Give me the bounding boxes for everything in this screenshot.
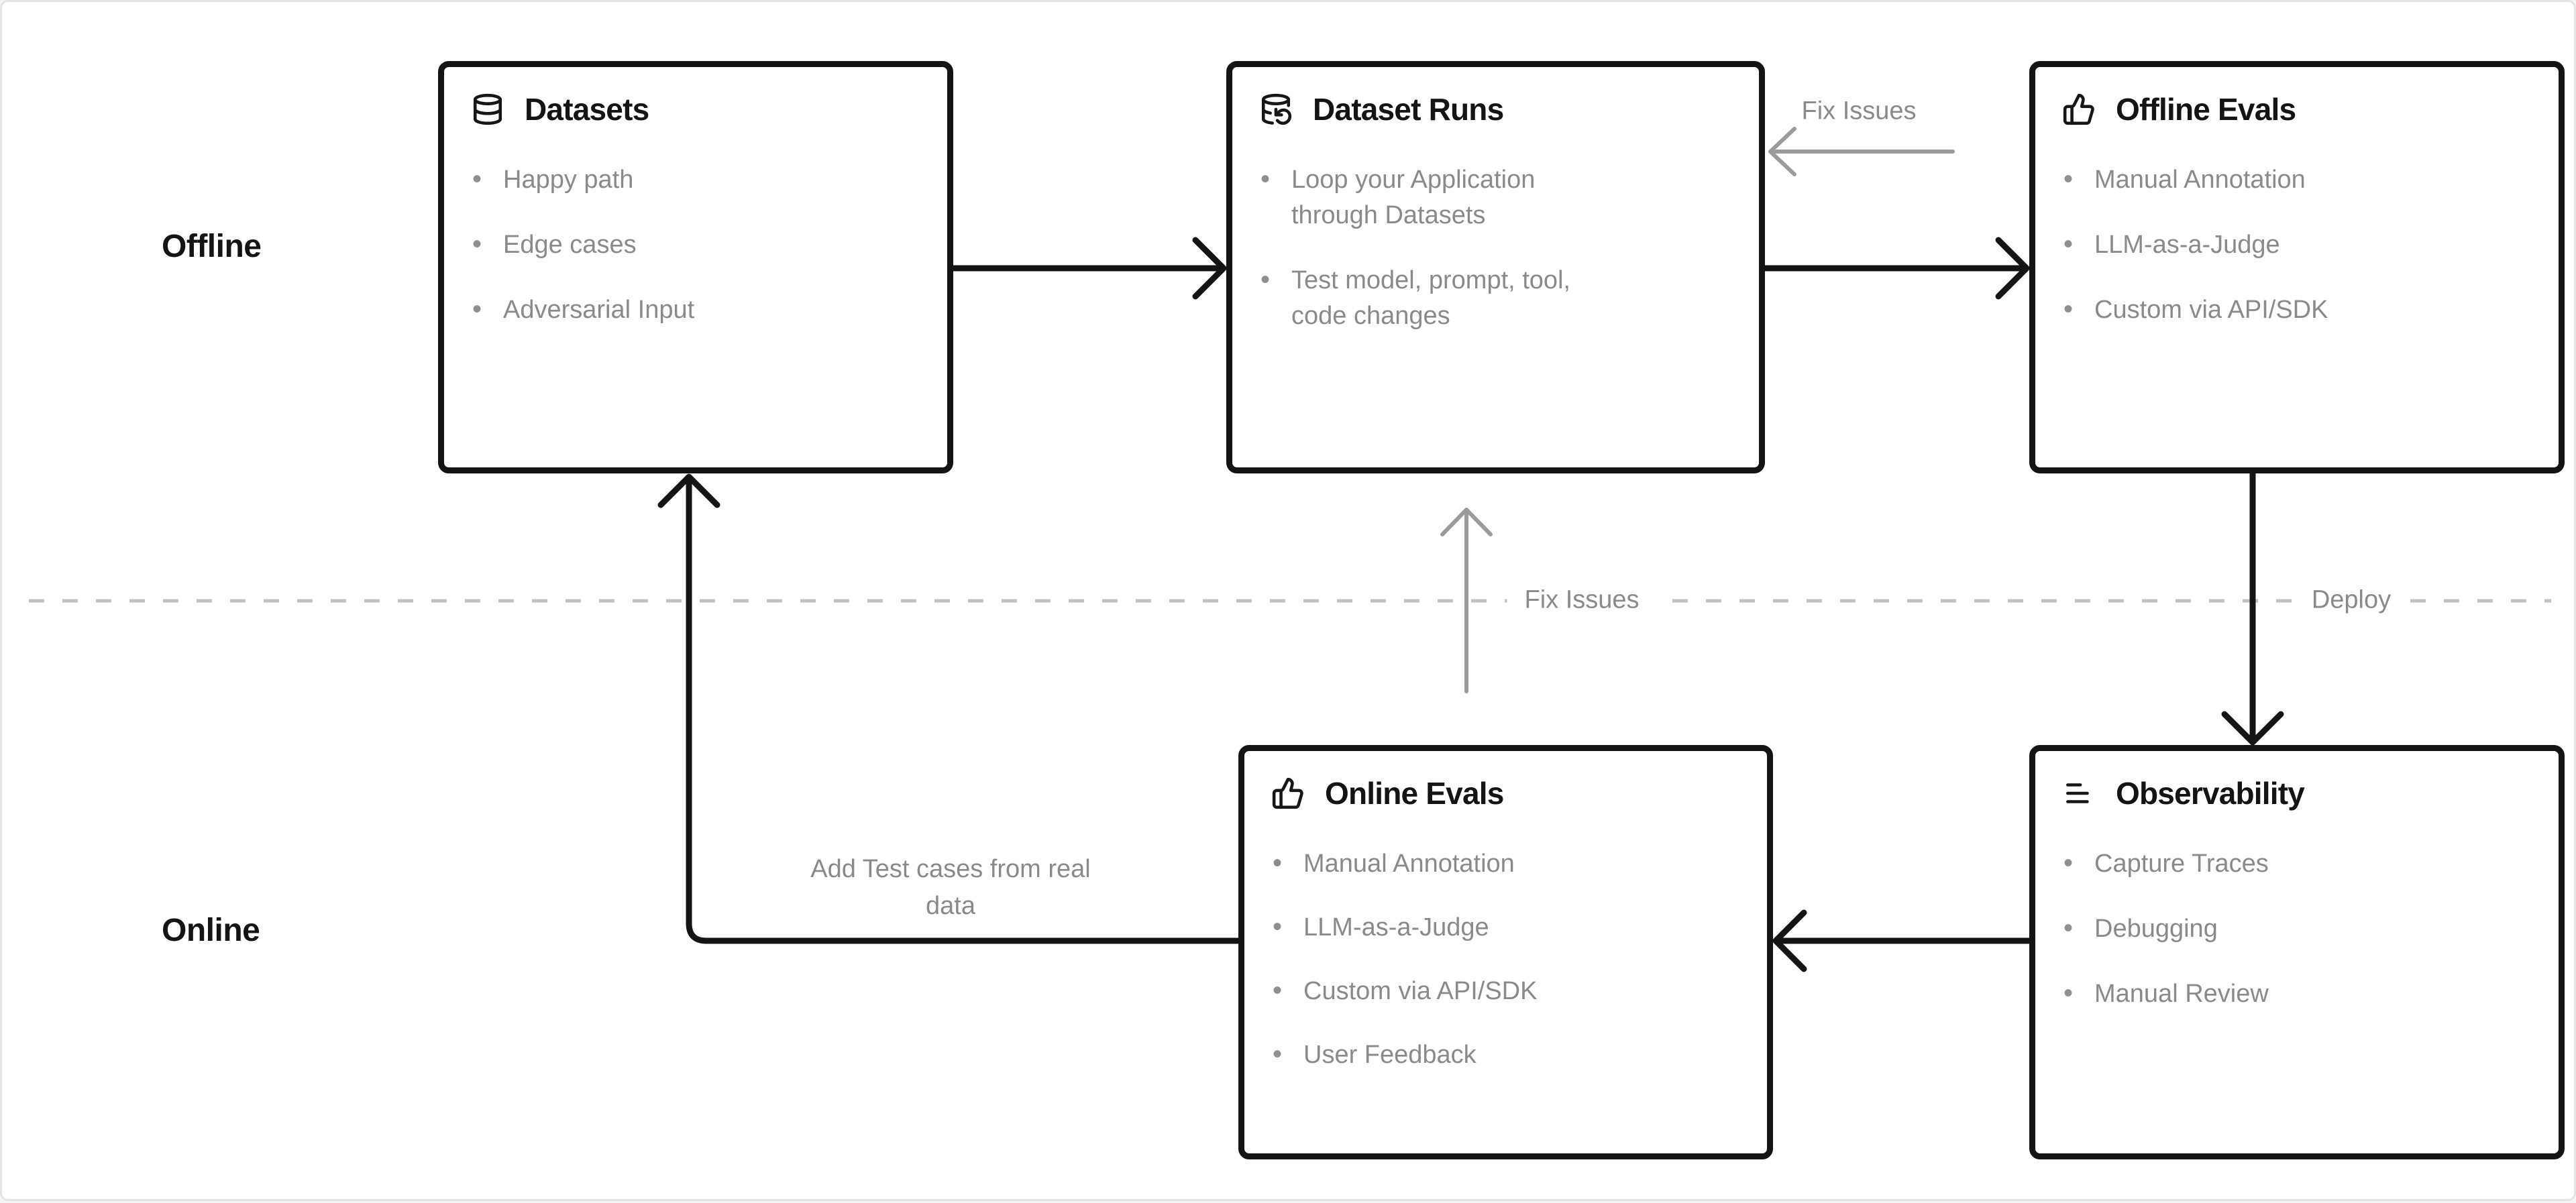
arrow-datasets-to-dataset-runs xyxy=(950,237,1227,300)
box-offline-evals-list: Manual AnnotationLLM-as-a-JudgeCustom vi… xyxy=(2062,162,2532,328)
arrow-fix-issues-top xyxy=(1768,127,1955,176)
box-observability-list: Capture TracesDebuggingManual Review xyxy=(2062,846,2532,1012)
list-item: Capture Traces xyxy=(2063,846,2532,882)
box-dataset-runs: Dataset Runs Loop your Application throu… xyxy=(1226,61,1765,473)
box-online-evals-title: Online Evals xyxy=(1325,776,1504,811)
arrow-online-evals-to-datasets xyxy=(657,473,1242,944)
box-dataset-runs-header: Dataset Runs xyxy=(1259,93,1732,126)
list-item: Edge cases xyxy=(472,227,920,263)
thumbs-up-icon xyxy=(1271,777,1305,810)
edge-label-fix-issues-top: Fix Issues xyxy=(1801,97,1917,125)
thumbs-up-icon xyxy=(2062,93,2096,126)
list-item: User Feedback xyxy=(1273,1037,1740,1073)
arrow-dataset-runs-to-offline-evals xyxy=(1762,237,2030,300)
arrow-observability-to-online-evals xyxy=(1772,909,2033,972)
box-offline-evals: Offline Evals Manual AnnotationLLM-as-a-… xyxy=(2029,61,2565,473)
list-item: Test model, prompt, tool, code changes xyxy=(1260,262,1607,334)
online-section-label: Online xyxy=(162,913,260,948)
list-item: Loop your Application through Datasets xyxy=(1260,162,1607,233)
database-refresh-icon xyxy=(1259,93,1293,126)
offline-section-label: Offline xyxy=(162,229,262,264)
list-item: Custom via API/SDK xyxy=(1273,973,1740,1009)
box-datasets-title: Datasets xyxy=(525,92,649,127)
list-item: LLM-as-a-Judge xyxy=(1273,909,1740,946)
list-item: Manual Annotation xyxy=(2063,162,2532,198)
box-offline-evals-header: Offline Evals xyxy=(2062,93,2532,126)
box-online-evals-header: Online Evals xyxy=(1271,777,1740,810)
list-item: LLM-as-a-Judge xyxy=(2063,227,2532,263)
box-online-evals: Online Evals Manual AnnotationLLM-as-a-J… xyxy=(1238,745,1773,1159)
box-observability-header: Observability xyxy=(2062,777,2532,810)
arrow-fix-issues-mid xyxy=(1440,508,1493,693)
edge-label-fix-issues-mid: Fix Issues xyxy=(1507,581,1657,619)
edge-label-deploy: Deploy xyxy=(2294,581,2409,619)
box-datasets-list: Happy pathEdge casesAdversarial Input xyxy=(471,162,920,328)
box-dataset-runs-list: Loop your Application through DatasetsTe… xyxy=(1259,162,1732,334)
list-item: Manual Annotation xyxy=(1273,846,1740,882)
list-item: Debugging xyxy=(2063,911,2532,947)
box-observability-title: Observability xyxy=(2116,776,2305,811)
box-datasets: Datasets Happy pathEdge casesAdversarial… xyxy=(438,61,953,473)
arrow-deploy-offline-evals-to-observability xyxy=(2221,470,2284,746)
box-datasets-header: Datasets xyxy=(471,93,920,126)
list-item: Adversarial Input xyxy=(472,292,920,328)
list-item: Manual Review xyxy=(2063,976,2532,1012)
database-icon xyxy=(471,93,504,126)
list-icon xyxy=(2062,777,2096,810)
edge-label-add-test-cases: Add Test cases from real data xyxy=(810,855,1091,920)
box-dataset-runs-title: Dataset Runs xyxy=(1313,92,1504,127)
box-online-evals-list: Manual AnnotationLLM-as-a-JudgeCustom vi… xyxy=(1271,846,1740,1073)
list-item: Happy path xyxy=(472,162,920,198)
box-observability: Observability Capture TracesDebuggingMan… xyxy=(2029,745,2565,1159)
box-offline-evals-title: Offline Evals xyxy=(2116,92,2296,127)
list-item: Custom via API/SDK xyxy=(2063,292,2532,328)
